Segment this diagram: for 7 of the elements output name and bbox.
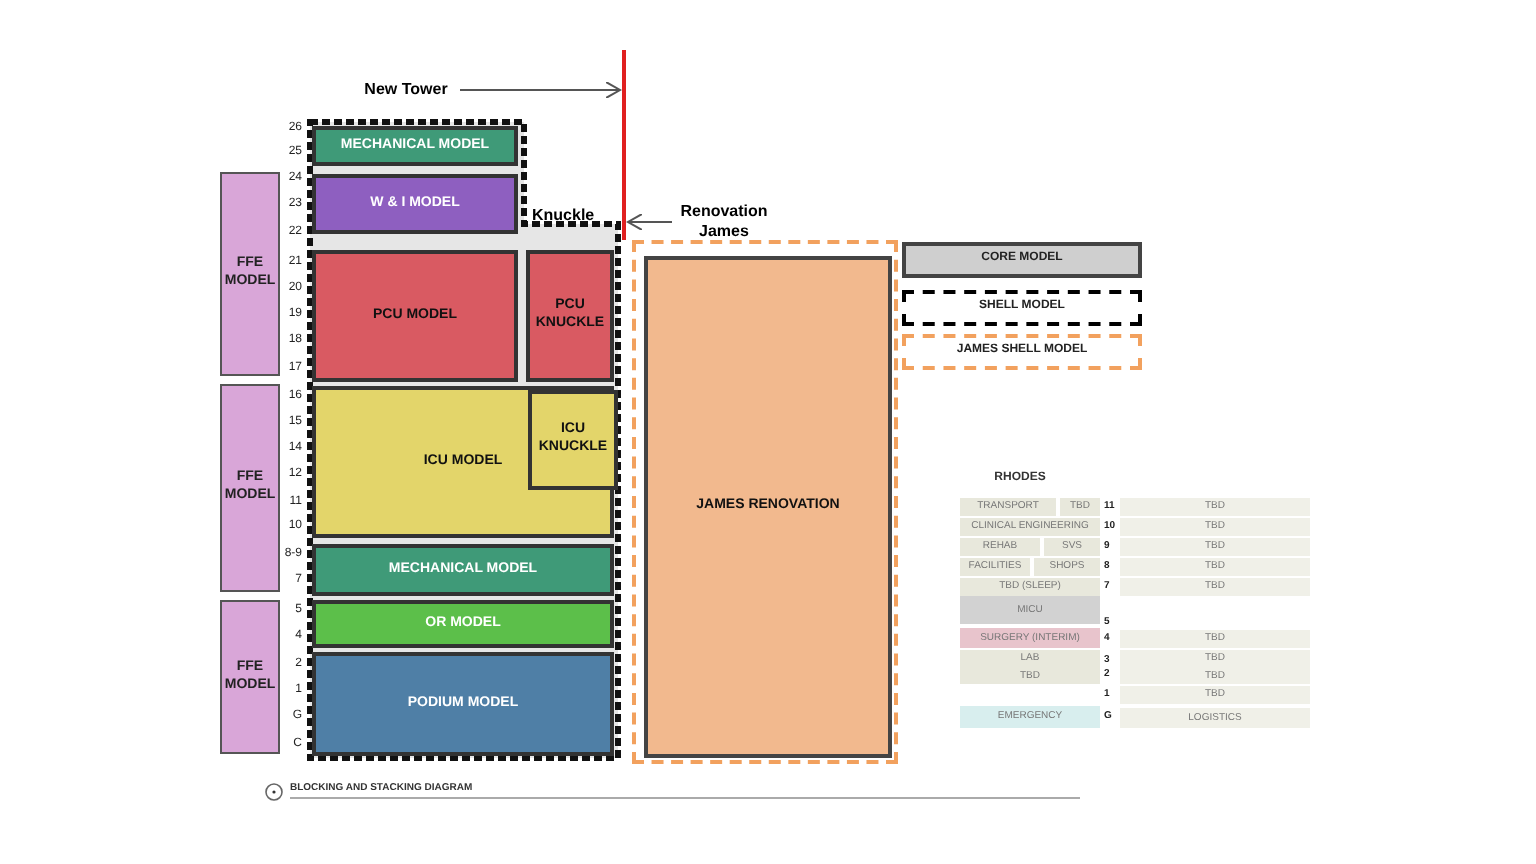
annotation-text: Renovation James bbox=[676, 200, 772, 244]
arrow bbox=[627, 213, 673, 231]
annotation-text: New Tower bbox=[356, 78, 456, 102]
knuckle-label: Knuckle bbox=[532, 208, 597, 228]
shell-outline bbox=[304, 116, 624, 764]
arrow bbox=[459, 81, 621, 99]
divider-line bbox=[622, 50, 626, 240]
